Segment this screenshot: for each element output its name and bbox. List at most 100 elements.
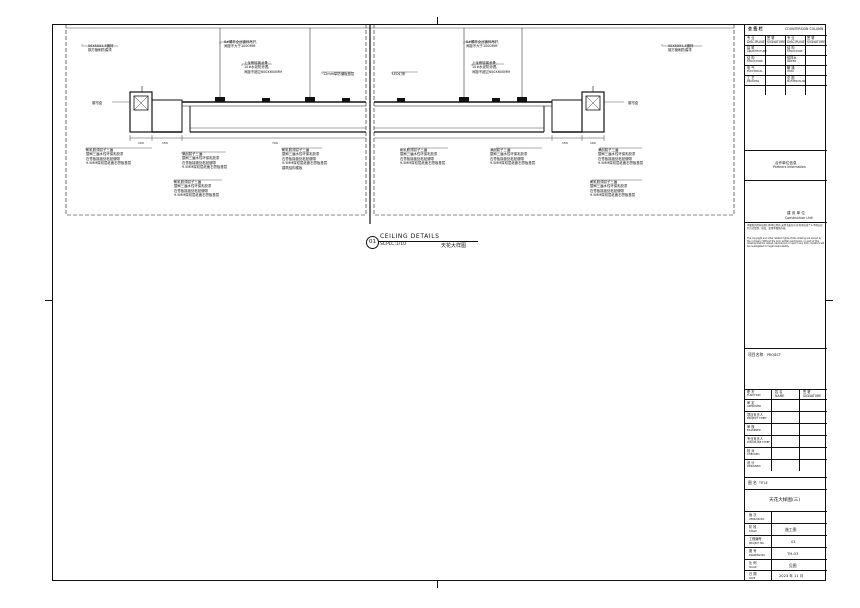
- stage-row: 阶 段 STAGE 施工图: [745, 523, 827, 535]
- sign-row-label: 专业负责人: [747, 437, 763, 441]
- title-label-row: 图 名 TITLE: [745, 477, 827, 489]
- detail-number: 01: [366, 236, 379, 249]
- dim-3: 700: [272, 141, 278, 145]
- curtain-right-label: 窗帘盒: [628, 101, 639, 105]
- date-label: 日 期: [749, 572, 757, 576]
- left-ceiling-run: [182, 28, 366, 133]
- finish-right-b-label: 满刮腻子三遍 整刷三遍水性环保乳胶漆 石膏板接缝处粘贴绷带 9.5MM厚双层纸面…: [490, 148, 536, 166]
- discipline-cell: 工 艺: [747, 76, 755, 80]
- sign-row-label: 项目负责人: [747, 413, 763, 417]
- version-label: 版 次: [749, 513, 757, 517]
- function-en: FUNCTION: [747, 394, 761, 397]
- discipline-cell-en: HVAC: [787, 70, 795, 73]
- project-no-row: 工程编号 PROJECT NO. 01: [745, 535, 827, 547]
- signoff-label: 会 签 栏: [748, 26, 763, 31]
- name-col: 姓 名 NAME: [775, 390, 785, 398]
- hanger-right-label: 8#螺杆全丝镀锌吊杆, 间距不大于1000MM: [466, 40, 500, 49]
- dimension-line-right: 150 100: [374, 135, 605, 145]
- detail-scale: SCPLC:1/10: [380, 242, 406, 247]
- sign-row-en: DESIGNED: [747, 465, 761, 468]
- finish-b-label: 满刮腻子三遍 整刷三遍水性环保乳胶漆 石膏板接缝处粘贴绷带 9.5MM厚双层纸面…: [182, 152, 228, 170]
- copyright-en: The copyright and other related rights o…: [747, 237, 825, 248]
- discipline-cell-en: ARCHITECTURE: [747, 50, 767, 53]
- trim-mark-bottom: [437, 581, 438, 588]
- dim-5: 100: [590, 141, 596, 145]
- col-discipline-1: 专 业 DISCIPLINE: [747, 36, 765, 44]
- sign-row-label: 审 核: [747, 425, 755, 429]
- dim-4: 150: [562, 141, 568, 145]
- discipline-cell-en: PROCESS: [747, 80, 760, 83]
- date-row: 日 期 DATE 2023 年 11 月: [745, 570, 827, 581]
- drawing-title: 天花大样图(三): [769, 498, 801, 503]
- sign-row-label: 审 定: [747, 401, 755, 405]
- trim-mark-left: [45, 300, 52, 301]
- drawing-no-label: 图 号: [749, 549, 757, 553]
- drawing-title-row: 天花大样图(三): [745, 489, 827, 511]
- col-discipline-2: 专 业 DISCIPLINE: [787, 36, 805, 44]
- sign-row-discipline-chief: 专业负责人 DISCIPLINE CHIEF: [745, 435, 827, 447]
- finish-a2-label: 刷乳胶漆腻子三遍 整刷三遍水性环保乳胶漆 石膏板接缝处粘贴绷带 9.5MM厚双层…: [174, 180, 220, 198]
- date-en: DATE: [749, 577, 756, 580]
- right-curtain-box: [551, 86, 605, 133]
- sign-row-en: CHECKED: [747, 453, 760, 456]
- scale-value: 见图: [789, 562, 797, 568]
- copyright-section: 本图纸的所有权利归本单位所有,未经书面许可,任何单位或个人不得以任何方式复制、修…: [745, 222, 827, 260]
- finish-right-d-label: 刷乳胶漆腻子三遍 整刷三遍水性环保乳胶漆 石膏板接缝处粘贴绷带 9.5MM厚双层…: [590, 180, 636, 198]
- hanger-left-label: 8#螺杆全丝镀锌吊杆, 间距不大于1000MM: [224, 40, 258, 49]
- scale-en: SCALE: [749, 566, 757, 569]
- discipline-cell-en: MASTER PLAN: [787, 80, 806, 83]
- dim-1: 100: [138, 141, 144, 145]
- builder-label: 建 设 单 位: [787, 211, 805, 215]
- builder-section: 建 设 单 位 Construction Unit: [745, 180, 827, 222]
- dimension-line-left: 100 150 700: [129, 135, 366, 145]
- discipline-cell: 结 构: [787, 46, 795, 50]
- discipline-cell: 建 筑: [747, 46, 755, 50]
- signoff-row-4: 工 艺 PROCESS 总 图 MASTER PLAN: [745, 75, 827, 85]
- finish-right-a-label: 刷乳胶漆腻子三遍 整刷三遍水性环保乳胶漆 石膏板接缝处粘贴绷带 9.5MM厚双层…: [400, 148, 446, 166]
- sign-row-en: PROJECT CHIEF: [747, 417, 767, 420]
- title-label: 图 名: [748, 480, 757, 485]
- title-en: TITLE: [759, 480, 768, 485]
- right-ceiling-run: [374, 28, 552, 133]
- ceiling-section-drawing: 100 150 700 150 100: [65, 24, 735, 224]
- col-signature-2: 签 署 SIGNATURE: [807, 36, 826, 44]
- caption-underline: [378, 241, 478, 242]
- sign-row-en: EXAMINED: [747, 429, 761, 432]
- project-no-value: 01: [791, 539, 796, 544]
- sign-row-en: DISCIPLINE CHIEF: [747, 441, 770, 444]
- copyright-cn: 本图纸的所有权利归本单位所有,未经书面许可,任何单位或个人不得以任何方式复制、修…: [747, 224, 823, 230]
- stage-en: STAGE: [749, 530, 757, 533]
- version-row: 版 次 VERSION NO.: [745, 511, 827, 523]
- project-no-en: PROJECT NO.: [749, 542, 765, 545]
- detail-title: CEILING DETAILS: [380, 233, 440, 240]
- sign-row-approved: 审 定 APPROVED: [745, 399, 827, 411]
- scale-row: 比 例 SCALE 见图: [745, 559, 827, 570]
- sign-row-designed: 设 计 DESIGNED: [745, 459, 827, 471]
- trim-mark-top: [437, 17, 438, 24]
- discipline-cell-en: STRUCTURE: [747, 60, 763, 63]
- project-label: 项目名称: [748, 352, 764, 357]
- led-label: LED灯条: [392, 72, 406, 76]
- project-no-label: 工程编号: [749, 537, 762, 541]
- drawing-no-row: 图 号 DRAWING NO. TH-03: [745, 547, 827, 559]
- drawing-no-en: DRAWING NO.: [749, 554, 766, 557]
- wood-left-label: 50X50X1.5镀锌 钢方管刷防腐漆: [88, 44, 114, 53]
- wood-right-label: 50X50X1.5镀锌 钢方管刷防腐漆: [668, 44, 694, 53]
- sign-row-checked: 校 对 CHECKED: [745, 447, 827, 459]
- curtain-left-label: 窗帘盒: [92, 101, 103, 105]
- detail-title-cn: 天花大样图: [441, 243, 467, 249]
- sign-row-project-chief: 项目负责人 PROJECT CHIEF: [745, 411, 827, 423]
- discipline-cell-en: WATER: [787, 60, 797, 63]
- board-left-label: 12mm厚防潮板基层: [323, 72, 355, 76]
- discipline-cell: 暖 通: [787, 66, 795, 70]
- main-keel-right-label: 上龙骨轻钢龙骨, 10#水泥防渗透, 间距不超过600X600MM: [472, 61, 511, 74]
- title-block: 会 签 栏 COUNTERSIGN COLUMN 专 业 DISCIPLINE …: [744, 24, 827, 581]
- discipline-cell-en: STRUCTURE: [787, 50, 803, 53]
- partner-label: 合作单位信息: [775, 161, 797, 165]
- finish-a-label: 刷乳胶漆腻子三遍 整刷三遍水性环保乳胶漆 石膏板接缝处粘贴绷带 9.5MM厚双层…: [86, 148, 132, 166]
- discipline-cell: 给排水: [787, 56, 797, 60]
- version-en: VERSION NO.: [749, 518, 765, 521]
- project-section: 项目名称 PROJECT: [745, 348, 827, 362]
- trim-mark-right: [826, 300, 833, 301]
- sign-row-examined: 审 核 EXAMINED: [745, 423, 827, 435]
